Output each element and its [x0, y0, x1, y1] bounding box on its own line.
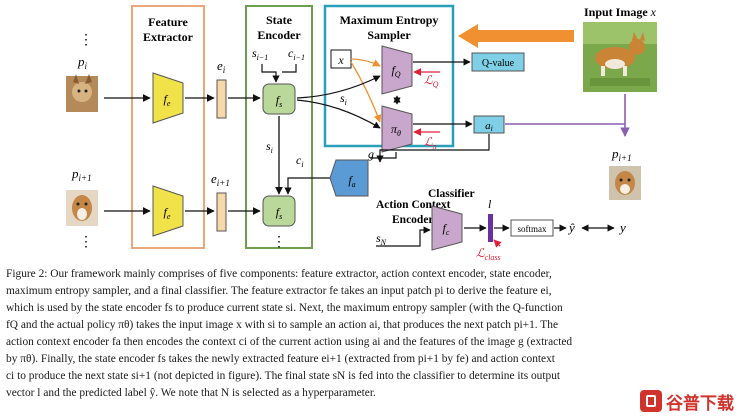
loss-pi: ℒπ [424, 135, 438, 151]
fe-top-module [152, 72, 184, 124]
feature-extractor-title-1: Feature [148, 15, 188, 29]
sampler-title-1: Maximum Entropy [340, 13, 439, 27]
si-mid-label: si [266, 139, 273, 155]
site-watermark: 谷普下载 [616, 388, 734, 414]
classifier-title: Classifier [428, 188, 475, 200]
action-ai-box [473, 115, 505, 134]
watermark-text: 谷普下载 [666, 393, 734, 414]
state-encoder-title-1: State [266, 13, 293, 27]
fc-label: fc [443, 221, 450, 237]
fc-module [431, 205, 463, 251]
patch-pi1-label: pi+1 [71, 166, 92, 183]
x-label: x [337, 53, 344, 67]
feature-extractor-box [131, 5, 205, 249]
fe-top-label: fe [164, 92, 171, 108]
q-value-box [471, 52, 525, 72]
c-prev-label: ci−1 [288, 46, 305, 62]
feature-extractor-title-2: Extractor [143, 30, 194, 44]
fs-bottom-module [262, 195, 296, 227]
dots-bottom-left: ⋮ [79, 235, 93, 250]
state-encoder-title-2: Encoder [257, 28, 301, 42]
fq-label: fQ [391, 63, 400, 79]
patch-pi-image [66, 74, 98, 112]
feature-vector-ei1 [216, 192, 227, 232]
logit-vector [488, 214, 493, 242]
q-value-label: Q-value [482, 58, 515, 69]
ei1-label: ei+1 [211, 171, 230, 188]
p-out-label: pi+1 [611, 146, 632, 163]
si-label: si [340, 91, 347, 107]
input-image [583, 22, 657, 92]
fs-top-label: fs [276, 93, 282, 109]
y-label: y [618, 220, 626, 235]
patch-pi-label: pi [77, 54, 88, 71]
caption-line-5: action context encoder fa then encodes t… [6, 336, 573, 348]
ei-label: ei [217, 58, 226, 75]
caption-line-2: maximum entropy sampler, and a final cla… [6, 285, 552, 297]
softmax-label: softmax [518, 224, 547, 234]
softmax-box [510, 219, 554, 237]
dots-top-left: ⋮ [79, 33, 93, 48]
fa-label: fa [348, 173, 355, 189]
caption-line-7: ci to produce the next state si+1 (not d… [6, 370, 561, 382]
caption-line-6: by πθ). Finally, the state encoder fs ta… [6, 353, 555, 365]
l-label: l [488, 197, 492, 211]
fq-module [381, 45, 413, 95]
loss-class: ℒclass [476, 246, 501, 262]
ci-label: ci [296, 153, 304, 169]
fa-module [329, 159, 369, 197]
pi-theta-label: πθ [391, 122, 401, 138]
feature-vector-ei [216, 79, 227, 119]
fe-bottom-module [152, 185, 184, 237]
caption-line-3: which is used by the state encoder fs to… [6, 302, 563, 314]
fs-bottom-label: fs [276, 205, 282, 221]
p-out-image [609, 166, 641, 200]
dots-state-encoder: ⋮ [272, 235, 286, 250]
input-arrow [458, 24, 574, 48]
state-encoder-box [245, 5, 313, 249]
fs-top-module [262, 83, 296, 115]
caption-line-4: fQ and the actual policy πθ) takes the i… [6, 319, 558, 331]
input-image-title: Input Image x [584, 5, 657, 19]
g-label: g [368, 147, 374, 161]
framework-diagram: Feature Extractor State Encoder Maximum … [66, 4, 657, 262]
ai-label: ai [485, 120, 493, 133]
pi-theta-module [381, 105, 413, 153]
caption-line-1: Figure 2: Our framework mainly comprises… [6, 268, 552, 280]
sN-label: sN [376, 231, 387, 247]
figure-caption: Figure 2: Our framework mainly comprises… [6, 266, 734, 402]
loss-q: ℒQ [424, 73, 439, 89]
y-hat: ŷ [567, 220, 575, 235]
s-prev-label: si−1 [252, 46, 268, 62]
ace-title-2: Encoder [392, 214, 434, 226]
watermark-logo-icon [640, 390, 662, 412]
caption-line-8: vector l and the predicted label ŷ. We n… [6, 387, 376, 399]
fe-bottom-label: fe [164, 205, 171, 221]
sampler-title-2: Sampler [367, 28, 411, 42]
patch-pi1-image [66, 190, 98, 226]
